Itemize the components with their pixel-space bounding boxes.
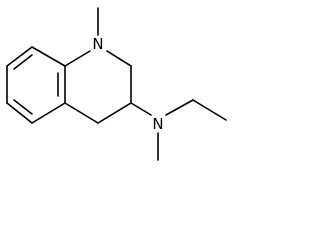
amine-nitrogen-label: N: [152, 115, 163, 133]
bond-c8a-c8: [31, 46, 66, 67]
benzene-ring: [6, 46, 66, 124]
n-ethyl-n-methyl-amino: [130, 99, 227, 161]
bond-c3-n: [130, 102, 152, 116]
bond-c8a-n1: [64, 50, 91, 67]
bond-c4-c4a: [64, 102, 99, 124]
bond-n1-c2: [106, 50, 132, 67]
bond-c8-c7: [6, 46, 33, 67]
bond-c3-c4: [97, 102, 132, 124]
bond-ethyl-ch2-ch3: [192, 99, 227, 121]
double-bond-c6-c5: [13, 99, 33, 115]
ring-nitrogen-label: N: [92, 35, 103, 53]
bond-n-ethyl-ch2: [165, 99, 194, 116]
tetrahydro-ring: [64, 50, 132, 124]
bond-c5-c4a: [31, 102, 66, 124]
double-bond-c8-c7: [13, 54, 33, 70]
bond-c6-c5: [6, 102, 33, 124]
molecule-structure: N N: [6, 7, 227, 161]
